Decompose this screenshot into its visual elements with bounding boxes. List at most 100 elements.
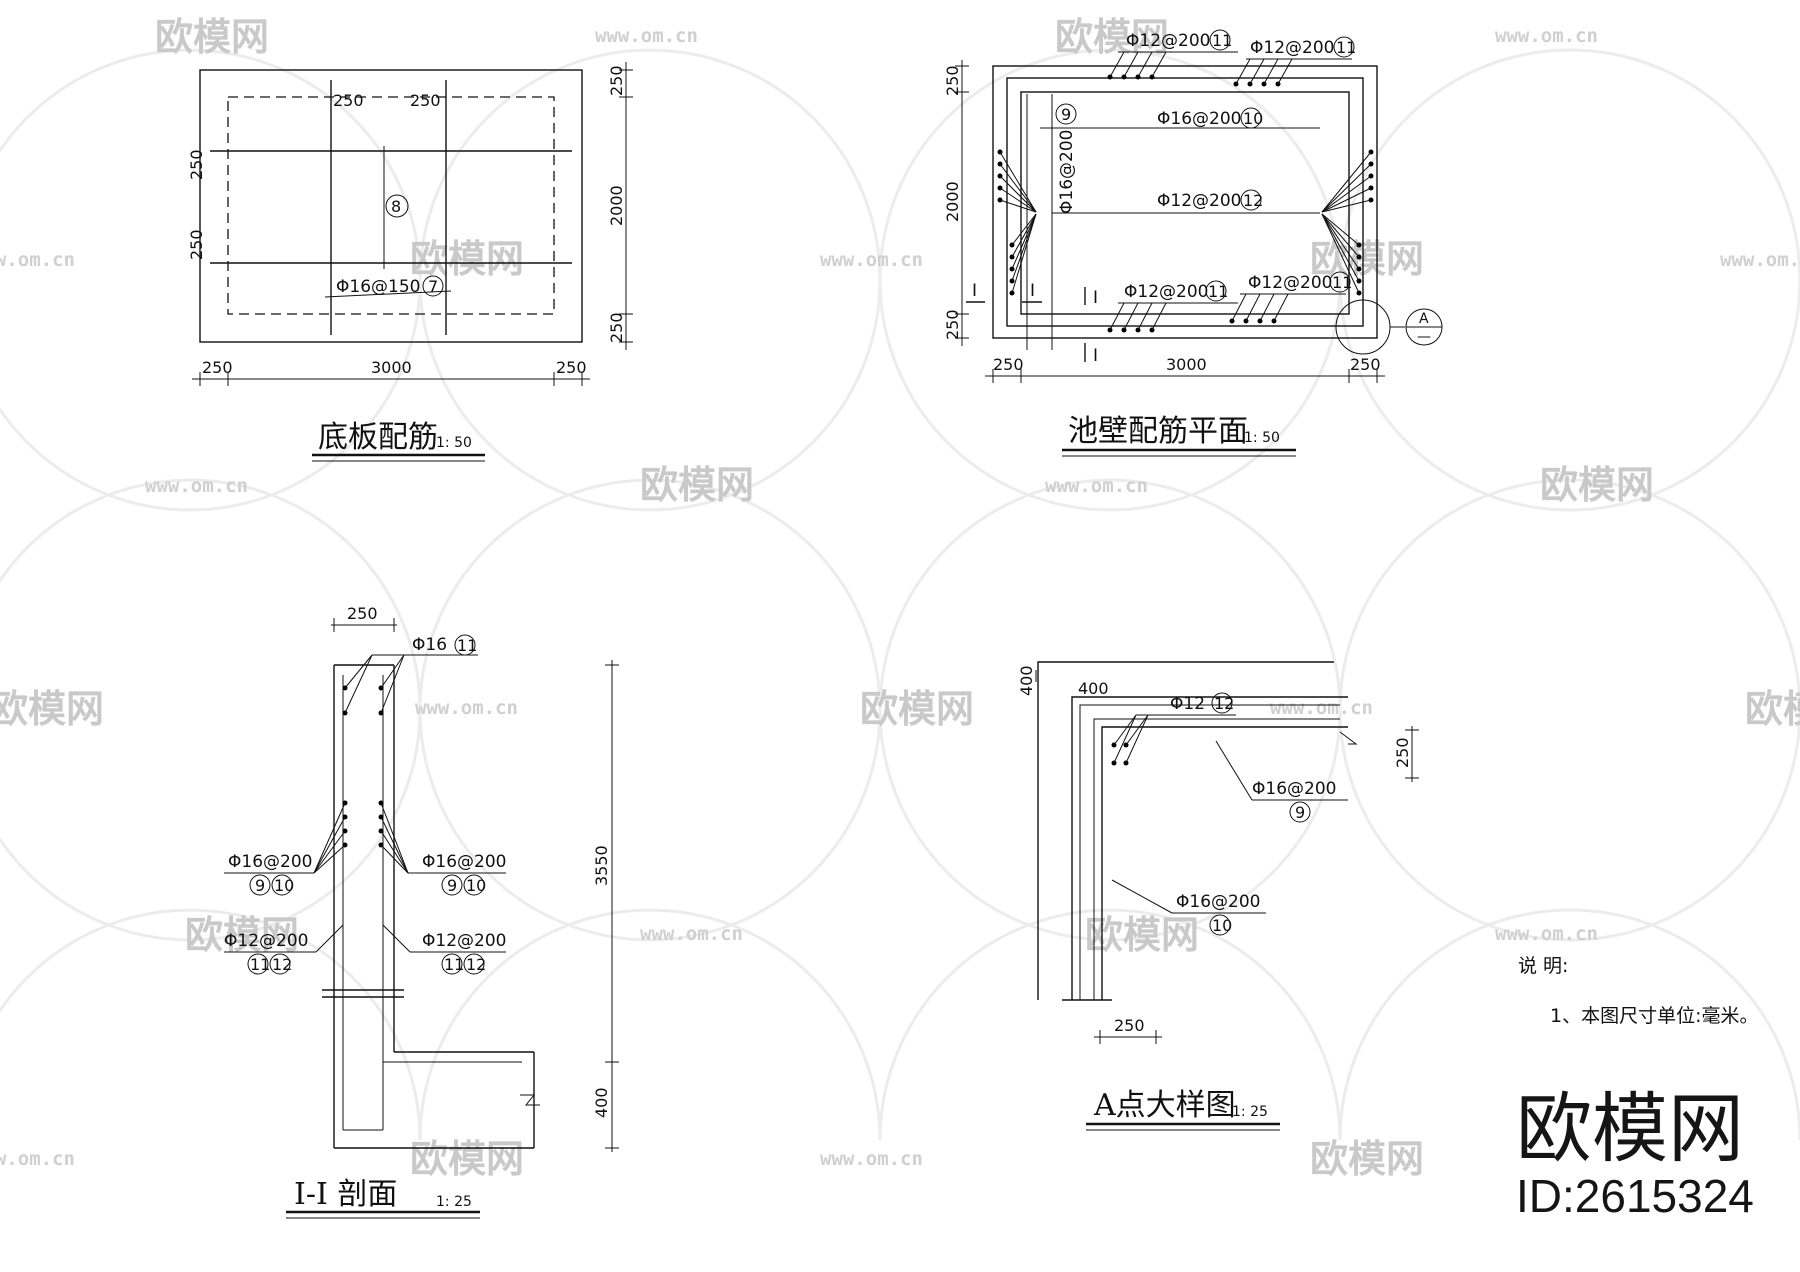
bar-mark-circle [385, 194, 409, 218]
wall-callout-mid-top: Φ16@200 [1157, 109, 1241, 129]
watermark-url: www.om.cn [145, 475, 248, 497]
slab-dim-250-top-b: 250 [410, 91, 441, 110]
slab-dim-250-top-a: 250 [333, 91, 364, 110]
wall-dim-250-left-b: 250 [943, 309, 962, 340]
slab-bar-callout: Φ16@150 [336, 277, 420, 297]
detail-ref-sub: — [1417, 329, 1431, 345]
detail-callout-right: Φ16@200 [1252, 779, 1336, 799]
wall-callout-top-left: Φ12@200 [1126, 31, 1210, 51]
watermark-url: www.om.cn [1270, 697, 1373, 719]
wall-mark-11-a: 11 [1212, 31, 1232, 50]
watermark-url: www.om.cn [0, 249, 75, 271]
brand-logo: 欧模网 [1516, 1084, 1744, 1173]
wall-rebar-dots-top [1107, 51, 1293, 87]
section-callout-right-2: Φ12@200 [422, 931, 506, 951]
section-callout-right-1: Φ16@200 [422, 852, 506, 872]
watermark-arcs [0, 48, 1800, 1141]
slab-dim-250-right-a: 250 [607, 65, 626, 96]
section-1-1-title: I-I 剖面 [294, 1177, 397, 1212]
detail-dim-250-bottom: 250 [1114, 1016, 1145, 1035]
section-mark-I-top: I [1093, 288, 1098, 308]
detail-dim-400-horizontal: 400 [1078, 679, 1109, 698]
wall-rebar-dots-bottom [1107, 293, 1289, 333]
section-1-1-scale: 1: 25 [436, 1194, 472, 1210]
section-mark-12-left: 12 [272, 955, 292, 974]
detail-a-title: A点大样图 [1093, 1088, 1236, 1123]
detail-outer-line [1037, 661, 1334, 1000]
section-mark-11-right: 11 [444, 955, 464, 974]
wall-callout-top-right: Φ12@200 [1250, 38, 1334, 58]
watermark-url: www.om.cn [595, 25, 698, 47]
floor-slab-drawing: 8 Φ16@150 7 250 250 250 250 250 2000 250… [187, 62, 633, 462]
wall-rebar-dots-right [1321, 149, 1374, 296]
wall-outer-outline [992, 65, 1378, 339]
section-mark-10-right: 10 [466, 876, 486, 895]
wall-rebar-dots-left [997, 149, 1037, 296]
watermark-url: www.om.cn [640, 923, 743, 945]
watermark-url: www.om.cn [1045, 475, 1148, 497]
watermark-url: www.om.cn [820, 249, 923, 271]
detail-mark-10: 10 [1212, 916, 1232, 935]
section-mark-9-right: 9 [447, 876, 457, 895]
detail-mark-12: 12 [1214, 694, 1234, 713]
wall-callout-mid-center: Φ12@200 [1157, 191, 1241, 211]
watermark-url: www.om.cn [820, 1148, 923, 1170]
watermark-logo: 欧模网 [1310, 1137, 1424, 1181]
slab-dim-250-left-a: 250 [187, 149, 206, 180]
watermark-logo: 欧模网 [1310, 237, 1424, 281]
watermark-logo: 欧模网 [0, 687, 104, 731]
wall-plan-drawing: Φ12@200 11 Φ12@200 11 Φ16@200 10 Φ12@200… [943, 29, 1443, 457]
slab-dim-2000: 2000 [607, 185, 626, 226]
wall-plan-title: 池壁配筋平面 [1068, 414, 1248, 449]
section-mark-I-bottom: I [1093, 346, 1098, 366]
section-mark-left-outer: I [972, 281, 977, 301]
wall-inner-outline [1020, 91, 1350, 315]
wall-dim-3000: 3000 [1166, 355, 1207, 374]
wall-mark-12: 12 [1243, 191, 1263, 210]
watermark-logo: 欧模网 [410, 237, 524, 281]
section-mark-10-left: 10 [274, 876, 294, 895]
slab-callout-mark-7: 7 [428, 277, 438, 296]
slab-dim-250-bottom-b: 250 [556, 358, 587, 377]
bar-mark-8: 8 [391, 197, 401, 216]
slab-outline [199, 69, 583, 343]
detail-callout-top: Φ12 [1170, 694, 1205, 714]
watermark-logo: 欧模网 [1085, 913, 1199, 957]
detail-dim-400-vertical: 400 [1017, 665, 1036, 696]
slab-dim-3000: 3000 [371, 358, 412, 377]
wall-mark-11-b: 11 [1336, 38, 1356, 57]
watermark-logo: 欧模网 [640, 463, 754, 507]
wall-dim-2000: 2000 [943, 181, 962, 222]
detail-dim-250-right: 250 [1393, 737, 1412, 768]
detail-a-scale: 1: 25 [1232, 1104, 1268, 1120]
watermark-url: www.om.cn [415, 697, 518, 719]
slab-dashed-inner [227, 96, 555, 315]
wall-dim-250-bottom-b: 250 [1350, 355, 1381, 374]
notes-heading: 说 明: [1518, 955, 1568, 977]
section-dim-3550: 3550 [592, 845, 611, 886]
section-mark-11-top: 11 [457, 636, 477, 655]
section-callout-left-2: Φ12@200 [224, 931, 308, 951]
watermark-logo: 欧模网 [185, 913, 299, 957]
section-callout-left-1: Φ16@200 [228, 852, 312, 872]
detail-callout-lower: Φ16@200 [1176, 892, 1260, 912]
wall-mark-9: 9 [1061, 105, 1071, 124]
section-mark-left-inner: I [1030, 281, 1035, 301]
section-callout-top: Φ16 [412, 635, 447, 655]
watermark-url: www.om.cn [1495, 25, 1598, 47]
slab-dim-250-bottom-a: 250 [202, 358, 233, 377]
watermark-url: www.om.cn [1720, 249, 1800, 271]
watermark-logo: 欧模网 [1540, 463, 1654, 507]
wall-mark-11-c: 11 [1208, 282, 1228, 301]
detail-ref-letter: A [1419, 311, 1429, 327]
detail-a-drawing: Φ12 12 Φ16@200 9 Φ16@200 10 400 400 250 … [1017, 661, 1419, 1131]
section-dim-250: 250 [347, 604, 378, 623]
section-rebar-dots [342, 685, 384, 848]
section-dim-400: 400 [592, 1087, 611, 1118]
brand-block: 欧模网 ID:2615324 [1516, 1084, 1754, 1222]
section-mark-11-left: 11 [250, 955, 270, 974]
watermark-url: www.om.cn [0, 1148, 75, 1170]
slab-dim-250-left-b: 250 [187, 229, 206, 260]
